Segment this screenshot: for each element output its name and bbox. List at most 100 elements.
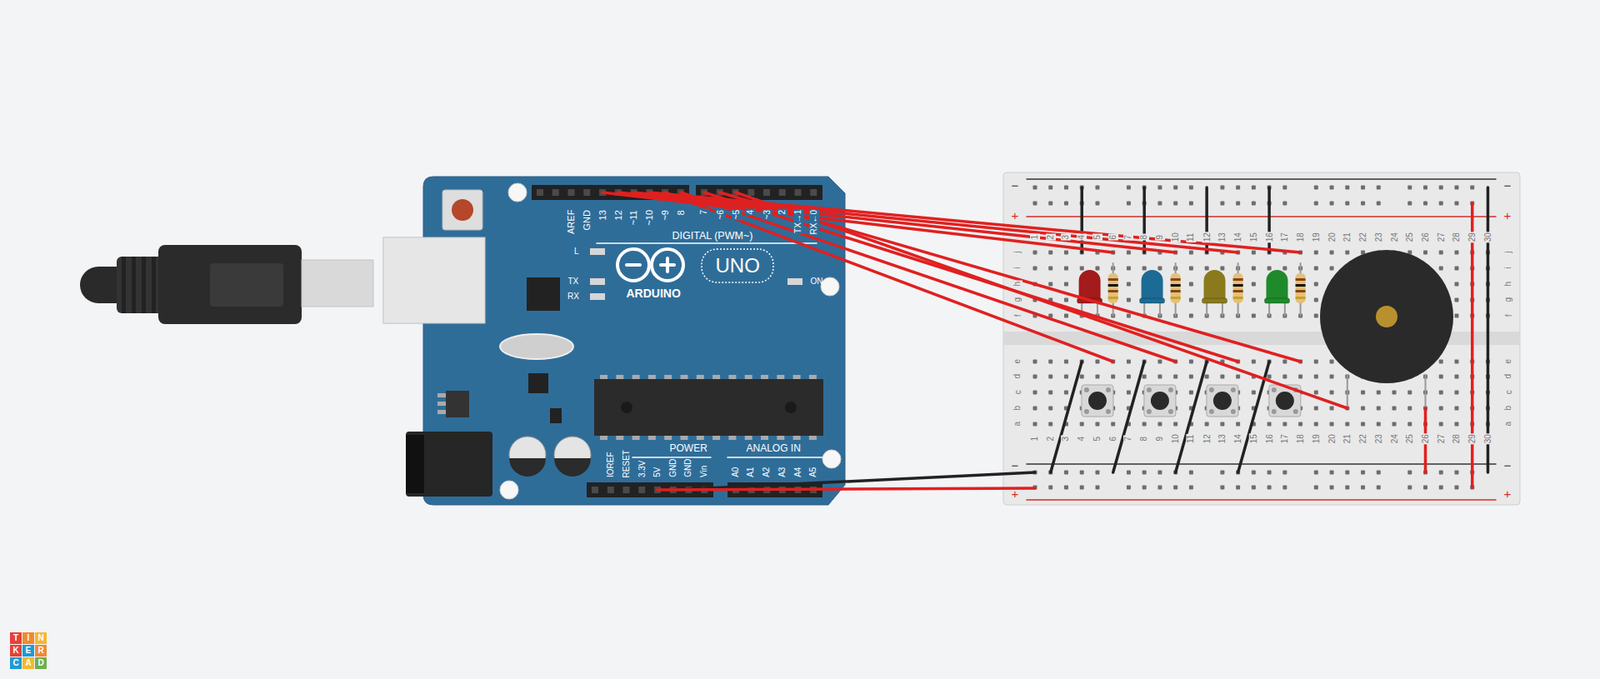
- rail-hole: [1439, 470, 1444, 475]
- rail-hole: [1095, 470, 1100, 475]
- header-socket: [779, 189, 786, 196]
- button-cap: [1275, 391, 1295, 410]
- column-number: 15: [1249, 433, 1260, 445]
- pin-label: 3.3V: [636, 459, 647, 479]
- hole: [1314, 250, 1319, 255]
- hole: [1064, 390, 1069, 395]
- hole: [1157, 266, 1162, 271]
- button-corner: [1271, 387, 1277, 393]
- rail-hole: [1360, 185, 1365, 190]
- button-corner: [1230, 387, 1236, 393]
- hole: [1330, 375, 1335, 380]
- mount-hole: [508, 183, 527, 202]
- rail-hole: [1282, 185, 1287, 190]
- rail-hole: [1314, 485, 1319, 490]
- usb-port: [383, 237, 485, 324]
- resistor: [1233, 273, 1244, 304]
- rail-sign: −: [1503, 178, 1513, 193]
- chip-pin: [680, 375, 689, 380]
- column-number: 13: [1217, 433, 1228, 445]
- header-label: POWER: [669, 443, 709, 455]
- rail-hole: [1126, 470, 1131, 475]
- pin-label: Vin: [699, 465, 710, 479]
- logo-letter: A: [25, 658, 33, 669]
- resistor-band: [1233, 296, 1244, 300]
- hole: [1376, 390, 1381, 395]
- hole: [1064, 360, 1069, 365]
- hole: [1314, 406, 1319, 411]
- pin-label: ~11: [628, 209, 640, 226]
- row-letter: e: [1012, 358, 1023, 365]
- hole: [1095, 375, 1100, 380]
- rail-hole: [1360, 470, 1365, 475]
- rail-hole: [1220, 201, 1225, 206]
- column-number: 3: [1061, 435, 1072, 443]
- row-letter: i: [1012, 266, 1023, 270]
- rail-sign: −: [1503, 458, 1513, 473]
- onboard-led: [590, 293, 605, 300]
- column-number: 8: [1139, 234, 1150, 241]
- button-corner: [1271, 409, 1277, 415]
- hole: [1251, 282, 1256, 287]
- smd-part: [550, 408, 562, 424]
- column-number: 21: [1342, 231, 1353, 243]
- hole: [1220, 266, 1225, 271]
- header-socket: [795, 189, 802, 196]
- header-label: ANALOG IN: [745, 443, 802, 455]
- hole: [1345, 250, 1350, 255]
- rail-hole: [1173, 485, 1178, 490]
- rail-hole: [1189, 470, 1194, 475]
- pin-label: A4: [793, 466, 804, 479]
- hole: [1048, 250, 1053, 255]
- header-socket: [747, 189, 755, 196]
- chip-pin: [745, 435, 753, 440]
- usb-ridge: [141, 256, 146, 314]
- pin-label: 5V: [652, 466, 663, 479]
- resistor-band: [1233, 278, 1244, 281]
- chip-pin: [760, 375, 769, 380]
- mount-hole: [820, 277, 840, 296]
- hole: [1330, 390, 1335, 395]
- hole: [1048, 406, 1053, 411]
- hole: [1330, 266, 1335, 271]
- header-socket: [536, 189, 544, 196]
- breadboard: [1003, 172, 1520, 505]
- logo-square: [35, 657, 47, 670]
- ground-wire: [1486, 187, 1490, 473]
- hole: [1126, 282, 1131, 287]
- rail-hole: [1251, 201, 1256, 206]
- chip-pin: [680, 435, 689, 440]
- hole: [1314, 422, 1319, 427]
- hole: [1407, 406, 1412, 411]
- column-number: 14: [1233, 433, 1244, 445]
- small-chip: [528, 373, 549, 394]
- header-socket: [810, 189, 817, 196]
- rail-hole: [1407, 185, 1412, 190]
- rail-line: [1026, 178, 1496, 180]
- hole: [1235, 375, 1240, 380]
- chip-pin: [809, 435, 817, 440]
- hole: [1048, 266, 1053, 271]
- signal-wire: [602, 192, 1114, 253]
- column-number: 7: [1123, 435, 1134, 443]
- ground-wire: [1113, 361, 1145, 473]
- rail-hole: [1345, 470, 1350, 475]
- push-button: [1144, 385, 1176, 417]
- logo-square: [10, 657, 22, 670]
- hole: [1080, 266, 1085, 271]
- chip-pin: [793, 375, 801, 380]
- column-number: 22: [1358, 231, 1369, 243]
- header-label: DIGITAL (PWM~): [671, 230, 755, 242]
- logo-letter: R: [37, 645, 45, 656]
- hole: [1126, 375, 1131, 380]
- row-letter: c: [1503, 389, 1514, 395]
- onboard-led: [590, 278, 605, 285]
- row-letter: d: [1012, 373, 1023, 380]
- hole: [1189, 375, 1194, 380]
- column-number: 25: [1405, 231, 1415, 243]
- rail-hole: [1267, 485, 1272, 490]
- led-rim: [1202, 298, 1228, 304]
- hole: [1251, 390, 1256, 395]
- pin-label: GND: [581, 209, 593, 231]
- rail-hole: [1360, 201, 1365, 206]
